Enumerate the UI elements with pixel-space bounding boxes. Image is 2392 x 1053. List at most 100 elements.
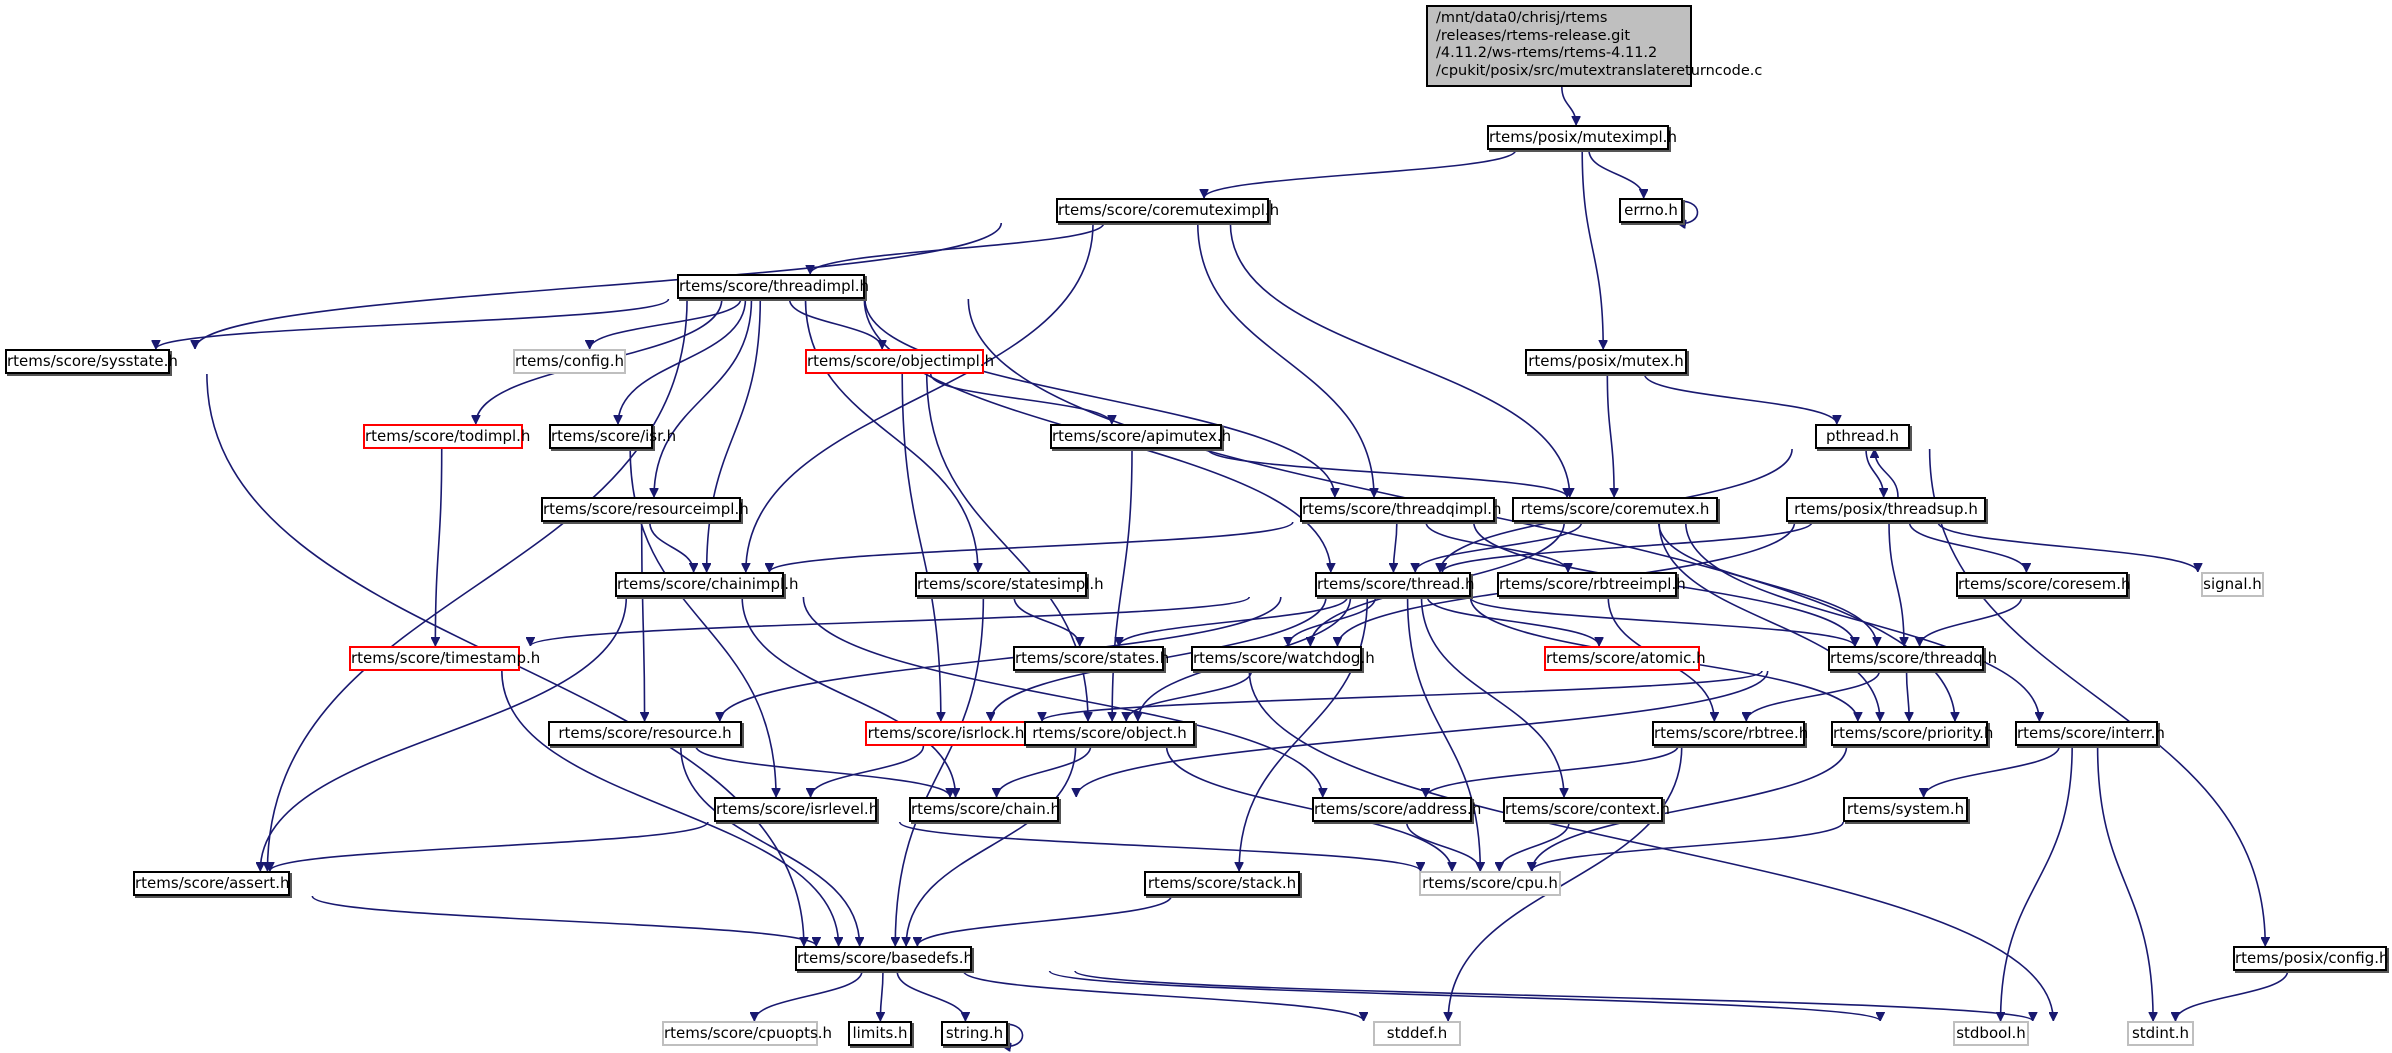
node-watchdog[interactable]: rtems/score/watchdog.h	[1191, 646, 1375, 671]
edge-interr-to-stdbool	[2001, 745, 2073, 1021]
node-muteximpl[interactable]: rtems/posix/muteximpl.h	[1487, 125, 1677, 150]
node-objectimpl[interactable]: rtems/score/objectimpl.h	[805, 349, 994, 374]
node-limits[interactable]: limits.h	[848, 1021, 912, 1046]
node-mutex[interactable]: rtems/posix/mutex.h	[1525, 349, 1687, 374]
edge-thread-to-states	[1119, 596, 1349, 647]
node-config: rtems/config.h	[513, 349, 626, 374]
edge-todimpl-to-timestamp	[435, 448, 443, 646]
edge-basedefs-to-cpuopts	[754, 970, 863, 1022]
node-pthread[interactable]: pthread.h	[1815, 424, 1910, 449]
edge-threadsup-to-pthread	[1875, 448, 1899, 498]
edge-basedefs-to-stdbool	[1048, 970, 1881, 1022]
node-todimpl[interactable]: rtems/score/todimpl.h	[363, 424, 530, 449]
edge-system-to-cpu	[1532, 821, 1844, 872]
edge-threadimpl-to-assert	[267, 298, 688, 871]
edge-states-to-stdint	[1248, 670, 2053, 1021]
node-rbtreeimpl[interactable]: rtems/score/rbtreeimpl.h	[1497, 572, 1686, 597]
edge-thread-to-atomic	[1426, 596, 1599, 647]
node-isrlock[interactable]: rtems/score/isrlock.h	[865, 721, 1027, 746]
node-coremutex[interactable]: rtems/score/coremutex.h	[1512, 497, 1718, 522]
node-coresem[interactable]: rtems/score/coresem.h	[1956, 572, 2131, 597]
node-coremuteximpl[interactable]: rtems/score/coremuteximpl.h	[1056, 198, 1279, 223]
edge-object-to-cpu	[1165, 745, 1452, 871]
edge-muteximpl-to-mutex	[1581, 149, 1603, 349]
edge-coremutex-to-thread	[1415, 521, 1583, 573]
edge-thread-to-watchdog	[1288, 596, 1377, 647]
edge-rbtree-to-address	[1426, 745, 1679, 798]
edge-thread-to-threadq	[1469, 596, 1855, 647]
node-isrlevel[interactable]: rtems/score/isrlevel.h	[714, 797, 878, 822]
edge-coremuteximpl-to-coremutex	[1229, 222, 1569, 497]
node-resource[interactable]: rtems/score/resource.h	[548, 721, 742, 746]
node-context[interactable]: rtems/score/context.h	[1503, 797, 1670, 822]
edge-threadqimpl-to-chainimpl	[769, 521, 1294, 573]
edge-statesimpl-to-states	[1013, 596, 1080, 647]
edge-isrlevel-to-cpu	[898, 821, 1421, 872]
edge-coremuteximpl-to-threadimpl	[810, 222, 1105, 275]
node-statesimpl[interactable]: rtems/score/statesimpl.h	[915, 572, 1104, 597]
root-path-line: /mnt/data0/chrisj/rtems	[1436, 10, 1608, 26]
edge-resourceimpl-to-resource	[642, 521, 645, 721]
edge-context-to-cpu	[1499, 821, 1570, 872]
edge-coremutex-to-priority	[1658, 521, 1880, 721]
edge-threadsup-to-thread	[1442, 521, 1813, 573]
edge-threadsup-to-coresem	[1908, 521, 2026, 573]
edge-basedefs-to-limits	[880, 970, 883, 1021]
edge-threadimpl-to-chainimpl	[707, 298, 762, 572]
edge-threadimpl-to-objectimpl	[788, 298, 883, 350]
root-file-node: /mnt/data0/chrisj/rtems /releases/rtems-…	[1426, 5, 1762, 87]
node-atomic[interactable]: rtems/score/atomic.h	[1544, 646, 1706, 671]
edge-object-to-chain	[997, 745, 1092, 798]
node-posixconfig[interactable]: rtems/posix/config.h	[2233, 946, 2389, 971]
edge-muteximpl-to-errno	[1588, 149, 1644, 199]
node-states[interactable]: rtems/score/states.h	[1013, 646, 1169, 671]
node-object[interactable]: rtems/score/object.h	[1024, 721, 1195, 746]
edge-pthread-to-threadsup	[1865, 448, 1884, 497]
edge-objectimpl-to-apimutex	[929, 373, 1112, 425]
node-threadqimpl[interactable]: rtems/score/threadqimpl.h	[1300, 497, 1502, 522]
edge-interr-to-stdint	[2096, 745, 2154, 1021]
node-thread[interactable]: rtems/score/thread.h	[1315, 572, 1475, 597]
node-threadimpl[interactable]: rtems/score/threadimpl.h	[677, 274, 869, 299]
edge-threadsup-to-threadq	[1888, 521, 1904, 646]
edge-priority-to-cpu	[1532, 745, 1848, 871]
node-basedefs[interactable]: rtems/score/basedefs.h	[795, 946, 973, 971]
node-priority[interactable]: rtems/score/priority.h	[1831, 721, 1993, 746]
node-errno[interactable]: errno.h	[1619, 198, 1683, 223]
node-string[interactable]: string.h	[941, 1021, 1008, 1046]
edge-mutex-to-pthread	[1643, 373, 1836, 425]
node-threadq[interactable]: rtems/score/threadq.h	[1828, 646, 1997, 671]
node-interr[interactable]: rtems/score/interr.h	[2015, 721, 2165, 746]
edge-watchdog-to-object	[1126, 670, 1253, 722]
node-threadsup[interactable]: rtems/posix/threadsup.h	[1786, 497, 1986, 522]
node-resourceimpl[interactable]: rtems/score/resourceimpl.h	[541, 497, 749, 522]
node-apimutex[interactable]: rtems/score/apimutex.h	[1050, 424, 1231, 449]
node-system[interactable]: rtems/system.h	[1843, 797, 1968, 822]
edge-threadimpl-to-isr	[618, 298, 747, 424]
node-rbtree[interactable]: rtems/score/rbtree.h	[1652, 721, 1808, 746]
node-assert[interactable]: rtems/score/assert.h	[133, 871, 290, 896]
node-stack[interactable]: rtems/score/stack.h	[1144, 871, 1300, 896]
node-stdint: stdint.h	[2127, 1021, 2194, 1046]
edge-muteximpl-to-coremuteximpl	[1204, 149, 1517, 199]
edge-basedefs-to-string	[896, 970, 965, 1022]
edge-chainimpl-to-assert	[260, 596, 628, 871]
node-chainimpl[interactable]: rtems/score/chainimpl.h	[615, 572, 798, 597]
edge-stack-to-basedefs	[917, 895, 1173, 947]
node-isr[interactable]: rtems/score/isr.h	[549, 424, 676, 449]
edge-assert-to-basedefs	[311, 895, 816, 947]
edge-threadq-to-priority	[1907, 670, 1910, 721]
node-chain[interactable]: rtems/score/chain.h	[909, 797, 1060, 822]
edge-isrlock-to-isrlevel	[811, 745, 925, 798]
edge-basedefs-to-stdint	[1074, 970, 2033, 1022]
edge-pthread-to-posixconfig	[1928, 448, 2266, 946]
edge-isrlevel-to-assert	[270, 821, 709, 872]
edge-threadimpl-to-resourceimpl	[654, 298, 753, 497]
edge-coremutex-to-threadq	[1657, 521, 1877, 646]
node-address[interactable]: rtems/score/address.h	[1312, 797, 1481, 822]
node-sysstate[interactable]: rtems/score/sysstate.h	[5, 349, 178, 374]
edge-resource-to-chain	[695, 745, 950, 798]
edge-statesimpl-to-basedefs	[895, 596, 985, 946]
node-timestamp[interactable]: rtems/score/timestamp.h	[349, 646, 540, 671]
